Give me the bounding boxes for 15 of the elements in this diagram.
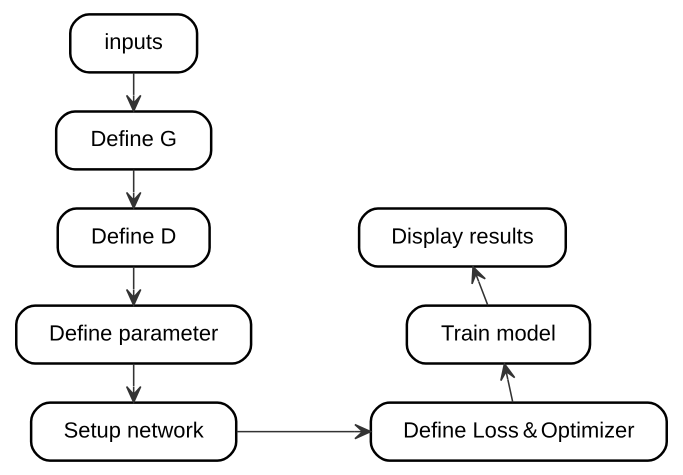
node-box: Define Loss＆Optimizer — [370, 401, 668, 462]
arrow — [236, 424, 372, 440]
node-box: Define parameter — [15, 304, 252, 365]
arrow — [126, 170, 142, 209]
arrow — [500, 363, 516, 402]
node-box: Setup network — [30, 401, 238, 462]
arrow — [126, 364, 142, 404]
node-box: Train model — [406, 304, 592, 365]
node-box: Define G — [54, 110, 212, 171]
arrow — [126, 72, 142, 112]
node-box: Define D — [56, 207, 211, 268]
node-box: inputs — [69, 13, 198, 74]
arrow — [471, 266, 489, 306]
node-box: Display results — [358, 207, 568, 268]
arrow — [126, 266, 142, 306]
